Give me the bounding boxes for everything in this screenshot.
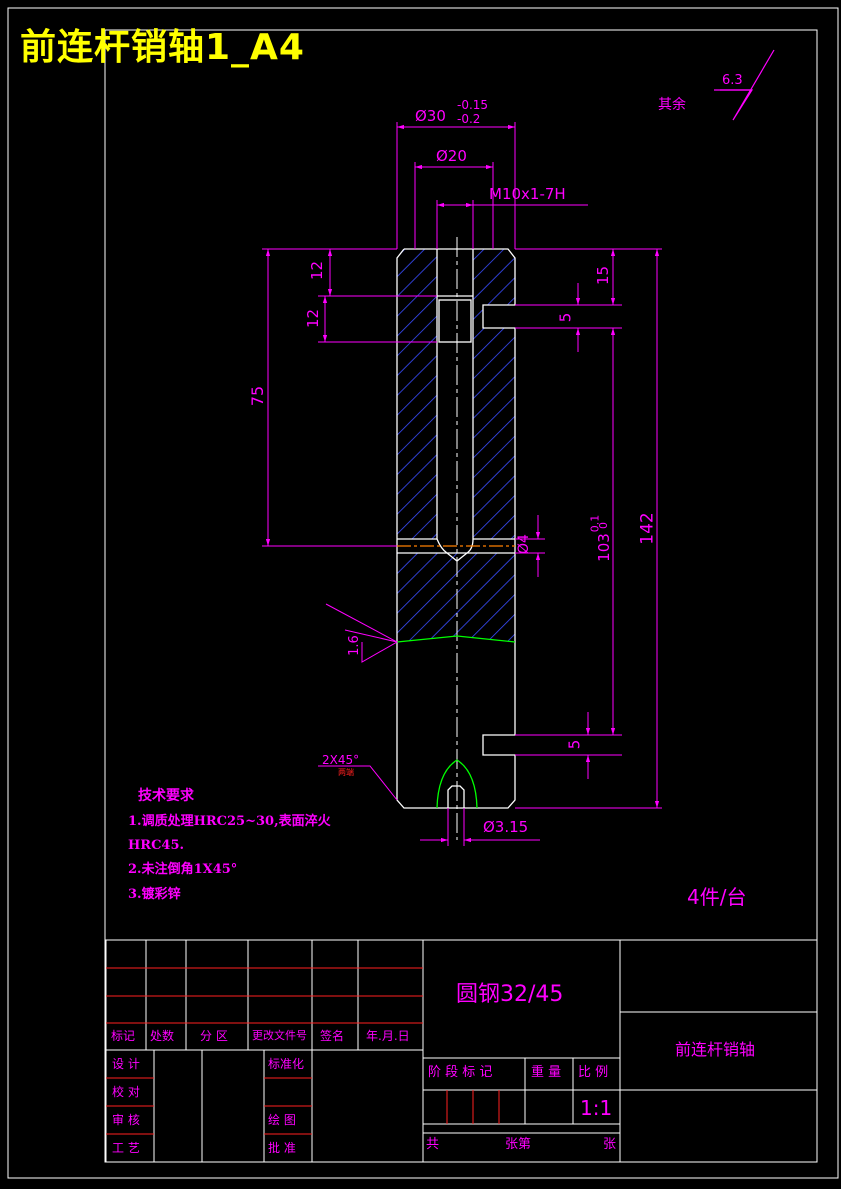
tech-line-3: 2.未注倒角1X45° (128, 862, 238, 877)
dim-75: 75 (248, 385, 268, 407)
dim-5b: 5 (565, 739, 584, 750)
dim-thread: M10x1-7H (489, 185, 566, 203)
dim-4: Ø4 (515, 534, 532, 554)
hdr-zone: 分 区 (200, 1029, 228, 1043)
role-review: 审 核 (112, 1113, 140, 1127)
quantity-label: 4件/台 (687, 885, 747, 909)
stage-header: 阶 段 标 记 (428, 1065, 493, 1080)
drawing-title: 前连杆销轴1_A4 (20, 27, 305, 68)
dim-12b: 12 (304, 308, 323, 329)
role-check: 校 对 (112, 1085, 140, 1099)
dim-bore-dia: Ø20 (436, 147, 467, 165)
hdr-count: 处数 (150, 1029, 175, 1043)
role-design: 设 计 (112, 1057, 140, 1071)
scale-value: 1:1 (580, 1096, 613, 1120)
outer-frame (7, 7, 839, 1179)
roughness-value: 6.3 (722, 73, 743, 88)
footer-page: 张 (603, 1137, 617, 1152)
dim-outer-dia: Ø30 (415, 107, 446, 125)
role-standard: 标准化 (268, 1057, 305, 1071)
roughness-symbol (714, 49, 775, 121)
dim-5a: 5 (556, 312, 575, 323)
dim-15: 15 (594, 265, 613, 286)
hdr-doc: 更改文件号 (252, 1029, 307, 1042)
footer-sheet: 张第 (505, 1137, 532, 1152)
part-name: 前连杆销轴 (675, 1040, 756, 1059)
pin-section (396, 237, 516, 840)
roughness-1-6: 1.6 (346, 635, 362, 656)
weight-header: 重 量 (531, 1065, 562, 1080)
scale-header: 比 例 (578, 1065, 609, 1080)
roughness-other-label: 其余 (658, 97, 686, 113)
tech-heading: 技术要求 (138, 788, 194, 804)
tech-line-4: 3.镀彩锌 (128, 887, 181, 902)
hdr-mark: 标记 (111, 1029, 136, 1043)
tech-line-1: 1.调质处理HRC25~30,表面淬火 (128, 814, 331, 829)
hdr-date: 年.月.日 (366, 1029, 410, 1043)
dim-outer-tol-lower: -0.2 (457, 112, 481, 126)
role-drawing: 绘 图 (268, 1113, 296, 1127)
title-block-red-lines (106, 967, 500, 1135)
dim-chamfer-note: 两端 (338, 768, 354, 777)
dim-142: 142 (637, 512, 658, 545)
material-label: 圆钢32/45 (456, 982, 564, 1007)
dim-103: 103 (594, 533, 613, 562)
footer-total: 共 (426, 1137, 440, 1152)
dim-chamfer: 2X45° (322, 753, 360, 767)
tech-line-2: HRC45. (128, 838, 185, 853)
role-process: 工 艺 (112, 1141, 140, 1155)
hdr-sign: 签名 (320, 1029, 345, 1043)
dim-12a: 12 (308, 260, 327, 281)
role-approve: 批 准 (268, 1141, 296, 1155)
dim-outer-tol-upper: -0.15 (457, 98, 489, 112)
dim-103-tol-lower: 0 (597, 522, 610, 529)
dim-pilot-hole: Ø3.15 (483, 818, 529, 836)
